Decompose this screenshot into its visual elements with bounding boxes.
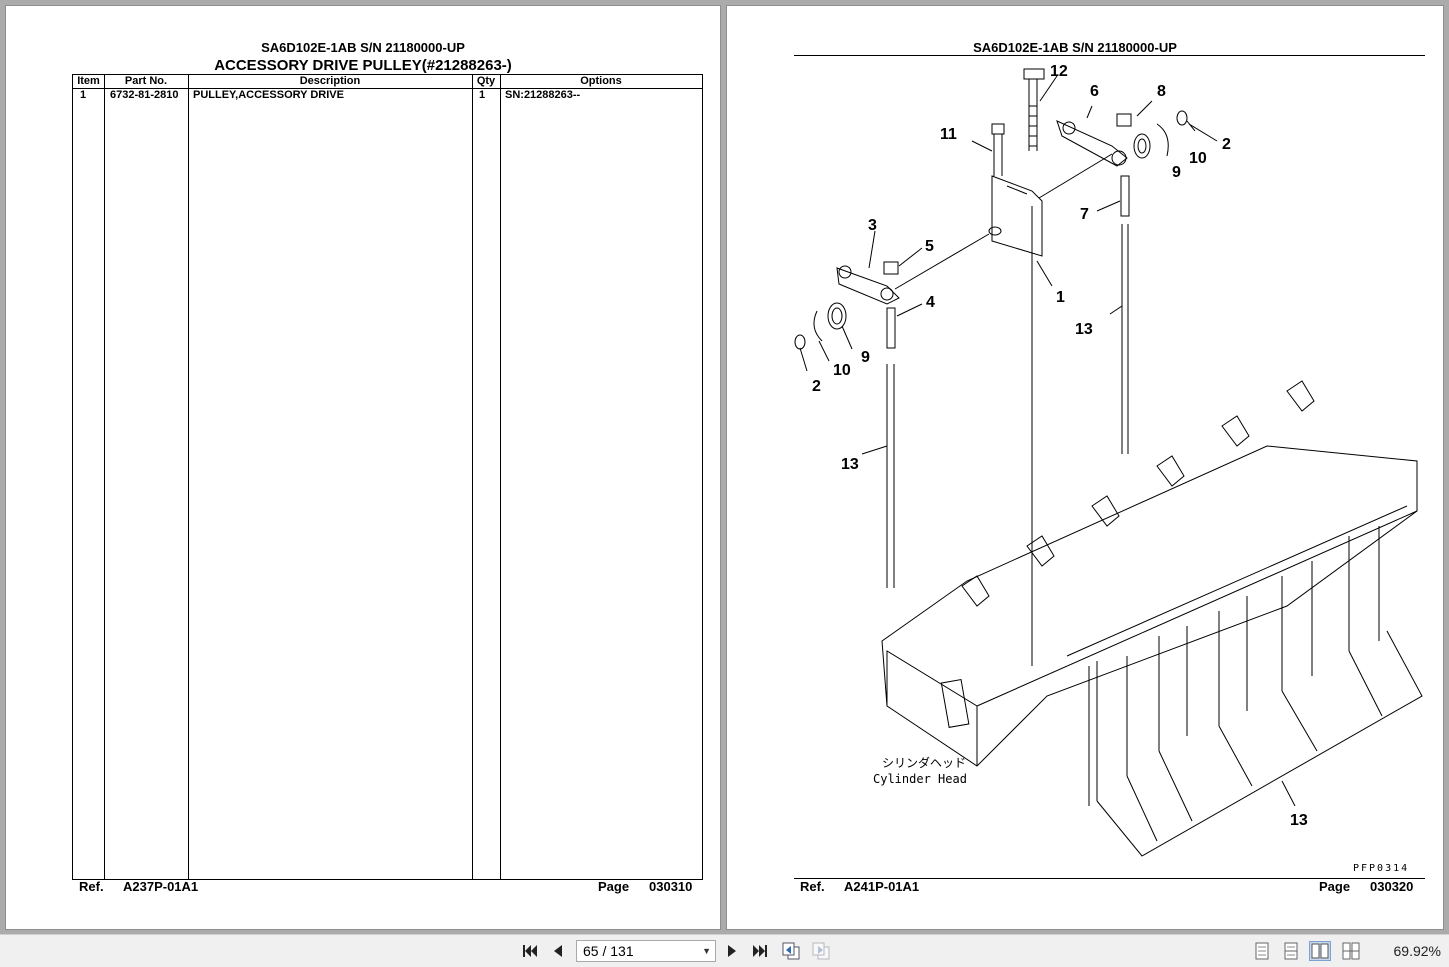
right-ref-value: A241P-01A1 (844, 879, 920, 894)
facing-pages-view-icon (1311, 943, 1329, 959)
cell-item: 1 (80, 89, 87, 101)
parts-table: Item Part No. Description Qty Options 1 … (72, 74, 703, 880)
drawing-code: PFP0314 (1353, 863, 1409, 874)
callout-3: 3 (868, 217, 877, 234)
left-page-label: Page (598, 879, 630, 894)
callout-13: 13 (1290, 812, 1308, 829)
continuous-facing-view-icon (1342, 942, 1360, 960)
right-ref-label: Ref. (800, 879, 825, 894)
facing-pages-view-button[interactable] (1309, 941, 1331, 961)
page-indicator: 65 / 131 (583, 943, 634, 959)
callout-11: 11 (940, 126, 957, 143)
previous-page-button[interactable] (547, 941, 569, 961)
footer-rule (794, 878, 1425, 879)
right-page-label: Page (1319, 879, 1351, 894)
callout-6: 6 (1090, 83, 1099, 100)
callout-2: 2 (1222, 136, 1231, 153)
column-header-part-no: Part No. (124, 75, 168, 87)
column-header-item: Item (77, 75, 100, 87)
column-header-qty: Qty (476, 75, 496, 87)
left-ref-value: A237P-01A1 (123, 879, 199, 894)
go-back-button[interactable] (780, 941, 802, 961)
first-page-button[interactable] (519, 941, 541, 961)
bolt-head (1023, 68, 1045, 80)
continuous-view-icon (1284, 942, 1298, 960)
chevron-down-icon[interactable]: ▼ (702, 946, 711, 956)
left-page: SA6D102E-1AB S/N 21180000-UP ACCESSORY D… (6, 6, 720, 929)
callout-1: 1 (1056, 289, 1065, 306)
column-header-description: Description (299, 75, 361, 87)
continuous-facing-view-button[interactable] (1340, 941, 1362, 961)
callout-9: 9 (861, 349, 870, 366)
left-page-title: ACCESSORY DRIVE PULLEY(#21288263-) (214, 57, 512, 74)
callout-13: 13 (841, 456, 859, 473)
right-page-number: 030320 (1370, 879, 1414, 894)
callout-10: 10 (833, 362, 851, 379)
previous-page-icon (554, 945, 562, 957)
right-page-model-header: SA6D102E-1AB S/N 21180000-UP (973, 40, 1177, 55)
right-page: SA6D102E-1AB S/N 21180000-UP (727, 6, 1443, 929)
callout-5: 5 (925, 238, 934, 255)
callout-2: 2 (812, 378, 821, 395)
left-page-model-header: SA6D102E-1AB S/N 21180000-UP (261, 40, 465, 55)
last-page-icon (753, 945, 767, 957)
page-number-input[interactable]: 65 / 131 ▼ (576, 940, 716, 962)
first-page-icon (523, 945, 537, 957)
callout-12: 12 (1050, 63, 1068, 80)
viewer-toolbar: 65 / 131 ▼ 69.92% (0, 934, 1449, 967)
next-page-button[interactable] (721, 941, 743, 961)
continuous-view-button[interactable] (1280, 941, 1302, 961)
callout-7: 7 (1080, 206, 1089, 223)
exploded-parts-diagram: 12 6 8 2 11 10 9 7 3 5 1 4 13 9 10 2 13 … (794, 63, 1423, 874)
header-rule (794, 55, 1425, 56)
callout-10: 10 (1189, 150, 1207, 167)
cell-part-no: 6732-81-2810 (110, 89, 179, 101)
callout-13: 13 (1075, 321, 1093, 338)
column-header-options: Options (580, 75, 622, 87)
zoom-level[interactable]: 69.92% (1393, 943, 1441, 959)
left-page-number: 030310 (649, 879, 693, 894)
single-page-view-icon (1255, 942, 1269, 960)
go-back-icon (782, 942, 800, 960)
cell-qty: 1 (479, 89, 486, 101)
go-forward-button[interactable] (810, 941, 832, 961)
cell-description: PULLEY,ACCESSORY DRIVE (193, 89, 344, 101)
single-page-view-button[interactable] (1251, 941, 1273, 961)
callout-4: 4 (926, 294, 935, 311)
last-page-button[interactable] (749, 941, 771, 961)
annotation-cylinder-head: Cylinder Head (873, 772, 967, 786)
go-forward-icon (812, 942, 830, 960)
next-page-icon (728, 945, 736, 957)
annotation-japanese: シリンダヘッド (882, 755, 966, 770)
left-ref-label: Ref. (79, 879, 104, 894)
callout-8: 8 (1157, 83, 1166, 100)
callout-9: 9 (1172, 164, 1181, 181)
cell-options: SN:21288263-- (505, 89, 581, 101)
